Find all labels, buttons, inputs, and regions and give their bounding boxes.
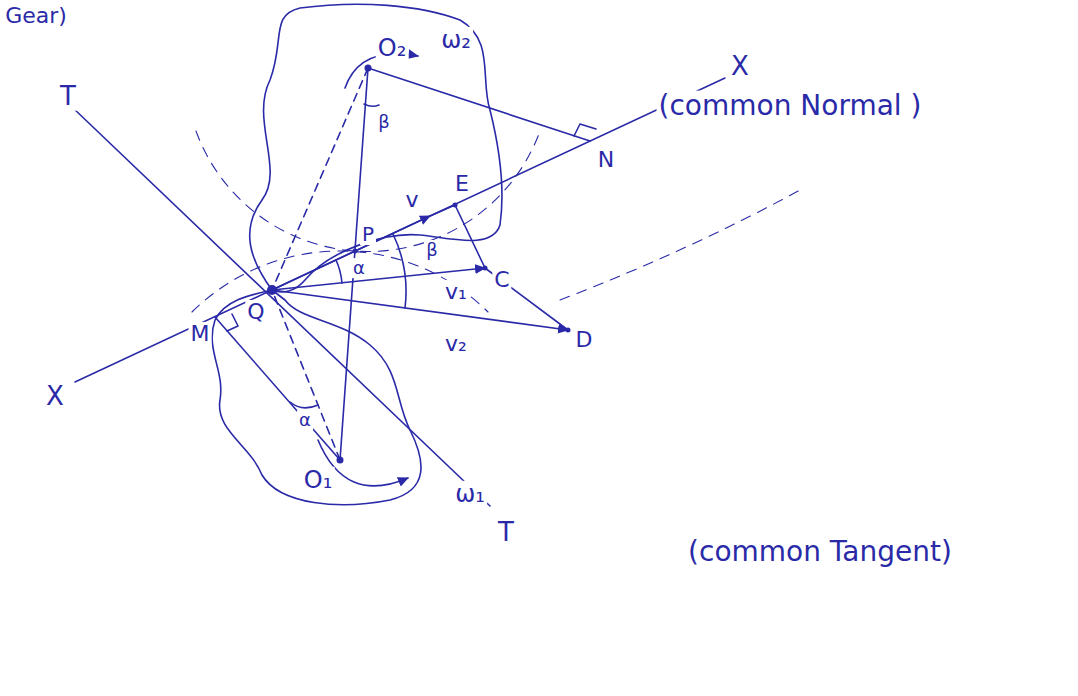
radius-line [272, 290, 340, 460]
common-normal-line [75, 78, 725, 382]
centre-label: O₁ [302, 467, 335, 493]
angle-label: β [424, 240, 440, 260]
line-name: (common Normal ) [657, 91, 924, 122]
angle-label: α [351, 258, 367, 278]
vector-segment [430, 205, 455, 216]
right-angle-mark [227, 314, 238, 331]
vector-point [566, 328, 571, 333]
line-label: T [58, 82, 78, 111]
angle-label: α [297, 410, 313, 430]
point-label: Q [245, 300, 266, 324]
angle-label: β [376, 112, 392, 132]
vector-label: v₁ [443, 280, 469, 304]
vector-segment [485, 268, 568, 330]
point-label: C [492, 268, 511, 292]
pitch-point [353, 249, 358, 254]
point-label: D [574, 328, 595, 352]
angular-velocity-label: ω₂ [439, 27, 473, 53]
gear-two-outline [250, 4, 502, 292]
common-tangent-line [72, 107, 490, 506]
vector-label: v₂ [443, 332, 469, 356]
angle-arc [364, 104, 379, 106]
pitch-circle [560, 190, 800, 300]
vector-point [453, 203, 458, 208]
angle-arc [336, 260, 342, 283]
pitch-circle [196, 131, 540, 252]
vector-segment [455, 205, 485, 268]
vector-point [483, 266, 488, 271]
centre-point [365, 65, 372, 72]
angle-arc [290, 402, 318, 408]
angular-velocity-label: ω₁ [453, 481, 487, 507]
line-label: X [729, 52, 751, 81]
contact-point [267, 285, 277, 295]
centre-point [337, 457, 344, 464]
right-angle-mark [574, 124, 596, 136]
line-label: T [496, 518, 516, 547]
point-label: N [596, 148, 616, 172]
point-label: M [189, 322, 212, 346]
gear-one-outline [212, 290, 421, 505]
angle-arc [393, 234, 406, 308]
perpendicular-line [368, 68, 590, 141]
line-name: (common Tangent) [686, 537, 954, 568]
heading-fragment: Gear) [3, 4, 69, 28]
vector-label: v [403, 188, 420, 212]
pitch-circle [192, 251, 488, 312]
radius-line [272, 68, 368, 290]
line-label: X [44, 382, 66, 411]
perpendicular-line [215, 317, 340, 460]
centre-line [340, 68, 368, 460]
centre-label: O₂ [376, 35, 409, 61]
point-label: E [453, 172, 471, 196]
point-label: P [360, 223, 376, 245]
